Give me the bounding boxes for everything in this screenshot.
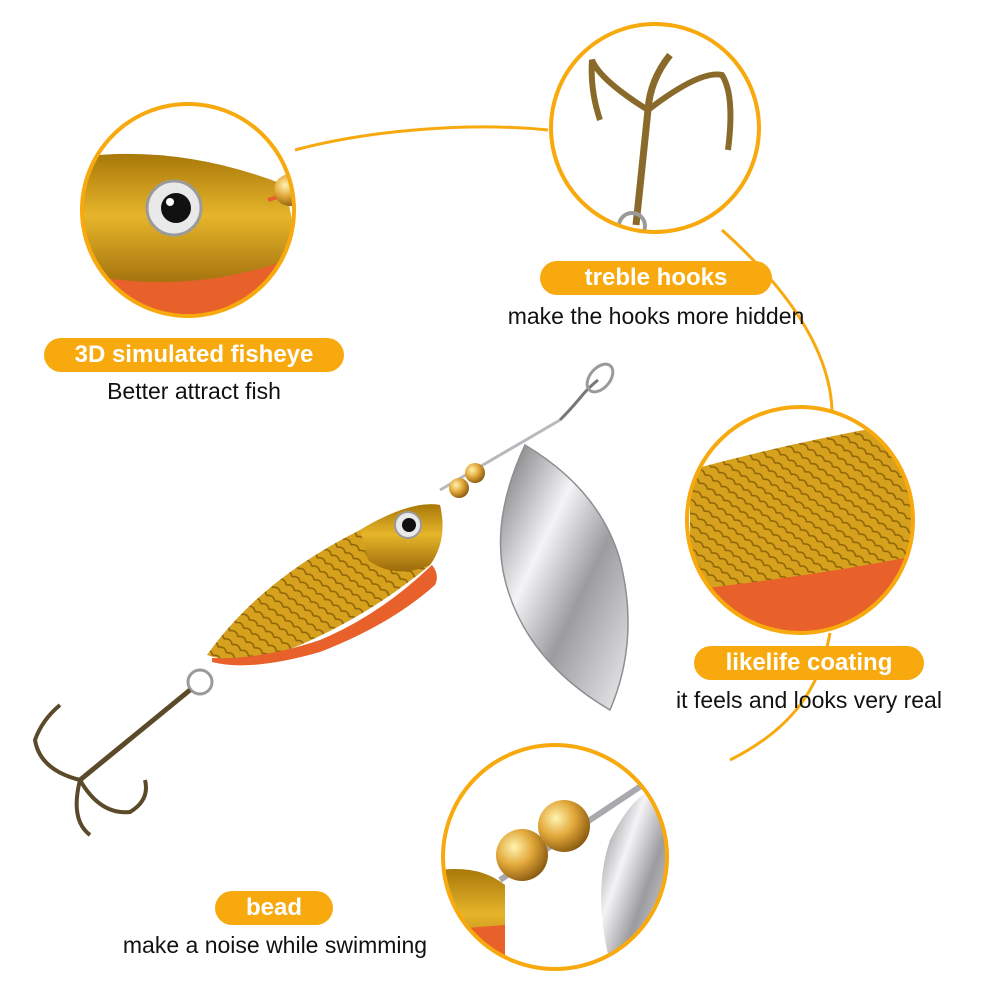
feature-caption-fisheye: Better attract fish: [107, 378, 281, 404]
willow-blade: [499, 443, 629, 712]
treble-hook-closeup: [549, 22, 761, 234]
feature-title-treble-hooks: treble hooks: [540, 261, 772, 295]
feature-caption-likelife-coating: it feels and looks very real: [676, 687, 942, 713]
feature-title-bead: bead: [215, 891, 333, 925]
bead-closeup: [441, 743, 669, 971]
feature-caption-bead: make a noise while swimming: [122, 932, 428, 958]
scale-coating-closeup: [685, 405, 915, 635]
feature-title-likelife-coating: likelife coating: [694, 646, 924, 680]
spinner-lure: [32, 362, 629, 837]
feature-title-fisheye: 3D simulated fisheye: [44, 338, 344, 372]
feature-caption-treble-hooks: make the hooks more hidden: [507, 303, 805, 329]
fisheye-closeup: [80, 102, 296, 318]
